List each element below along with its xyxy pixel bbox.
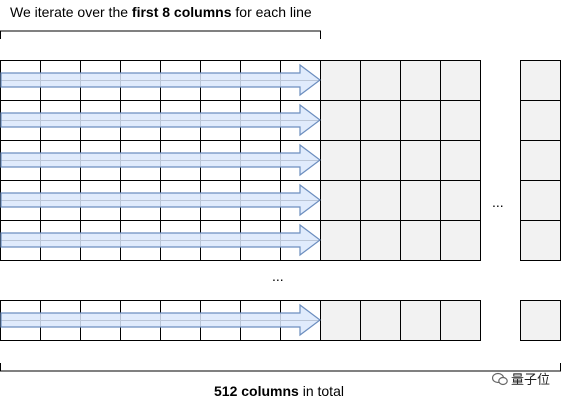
grid-cell-gray (320, 180, 361, 221)
grid-cell-gray (400, 140, 441, 181)
wechat-icon (492, 372, 508, 385)
grid-cell-gray (440, 300, 481, 341)
row-iteration-arrow (0, 63, 321, 97)
grid-cell-last (520, 180, 561, 221)
grid-cell-gray (400, 100, 441, 141)
row-iteration-arrow (0, 223, 321, 257)
grid-cell-gray (440, 180, 481, 221)
grid-cell-gray (320, 100, 361, 141)
grid-cell-gray (360, 180, 401, 221)
row-iteration-arrow (0, 143, 321, 177)
bottom-label-post: in total (298, 383, 344, 399)
grid-cell-gray (400, 180, 441, 221)
top-label-bold: first 8 columns (131, 4, 232, 20)
bottom-label: 512 columns in total (214, 383, 344, 399)
grid-cell-gray (400, 60, 441, 101)
top-label: We iterate over the first 8 columns for … (10, 4, 312, 20)
grid-cell-last (520, 100, 561, 141)
watermark-text: 量子位 (511, 372, 551, 387)
grid-cell-gray (360, 220, 401, 261)
ellipsis-vertical: ... (272, 268, 284, 284)
grid-cell-gray (400, 300, 441, 341)
grid-cell-gray (320, 300, 361, 341)
grid-cell-last (520, 140, 561, 181)
bottom-label-bold: 512 columns (214, 383, 299, 399)
grid-cell-gray (360, 100, 401, 141)
grid-cell-gray (360, 60, 401, 101)
row-iteration-arrow (0, 103, 321, 137)
top-label-post: for each line (231, 4, 312, 20)
grid-cell-last (520, 60, 561, 101)
top-bracket (0, 30, 321, 39)
grid-cell-gray (440, 140, 481, 181)
grid-cell-gray (360, 140, 401, 181)
grid-cell-last (520, 300, 561, 341)
grid-cell-gray (320, 220, 361, 261)
top-label-pre: We iterate over the (10, 4, 132, 20)
row-iteration-arrow (0, 183, 321, 217)
grid-cell-gray (320, 140, 361, 181)
grid-cell-gray (440, 60, 481, 101)
grid-cell-gray (320, 60, 361, 101)
grid-cell-gray (440, 220, 481, 261)
bottom-bracket (0, 363, 561, 372)
grid-cell-last (520, 220, 561, 261)
grid-cell-gray (440, 100, 481, 141)
row-iteration-arrow (0, 303, 321, 337)
grid-cell-gray (360, 300, 401, 341)
ellipsis-horizontal: ... (492, 194, 504, 210)
watermark: 量子位 (492, 369, 550, 388)
grid-cell-gray (400, 220, 441, 261)
